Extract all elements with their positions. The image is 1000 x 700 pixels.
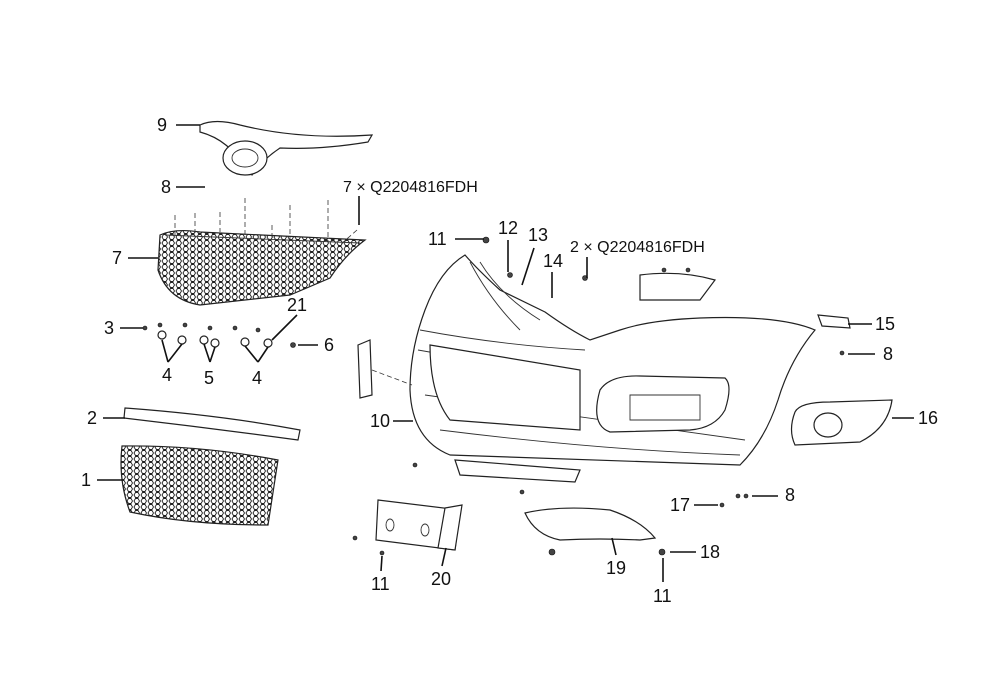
lower-skid-plate [524,507,657,541]
callout-8: 8 [883,344,893,364]
upper-grille [157,198,367,306]
callout-11: 11 [653,586,672,606]
leader-lines [97,124,914,582]
bumper-side-bracket [357,339,373,399]
side-bracket [817,314,851,329]
callout-labels: 9 8 7 × Q2204816FDH 7 3 21 6 4 5 4 2 1 1… [81,115,938,606]
chrome-strip [123,407,301,441]
callout-4: 4 [252,368,262,388]
callout-7: 7 [112,248,122,268]
callout-12: 12 [498,218,518,238]
callout-11: 11 [371,574,390,594]
lower-grille [120,445,279,526]
clips-and-nuts [142,322,296,348]
upper-chrome-trim-with-emblem [199,120,374,176]
callout-5: 5 [204,368,214,388]
callout-4: 4 [162,365,172,385]
callout-8: 8 [161,177,171,197]
small-fasteners [352,236,845,556]
callout-15: 15 [875,314,895,334]
callout-21: 21 [287,295,307,315]
callout-20: 20 [431,569,451,589]
license-plate-bracket [375,499,463,551]
callout-16: 16 [918,408,938,428]
callout-18: 18 [700,542,720,562]
callout-11: 11 [428,229,447,249]
callout-14: 14 [543,251,563,271]
callout-10: 10 [370,411,390,431]
callout-8: 8 [785,485,795,505]
front-bumper-cover [409,254,816,483]
callout-1: 1 [81,470,91,490]
fog-lamp-bezel [790,399,893,446]
callout-part-number-7x: 7 × Q2204816FDH [343,179,478,196]
callout-17: 17 [670,495,690,515]
callout-2: 2 [87,408,97,428]
callout-6: 6 [324,335,334,355]
callout-9: 9 [157,115,167,135]
callout-3: 3 [104,318,114,338]
callout-part-number-2x: 2 × Q2204816FDH [570,239,705,256]
callout-13: 13 [528,225,548,245]
callout-19: 19 [606,558,626,578]
